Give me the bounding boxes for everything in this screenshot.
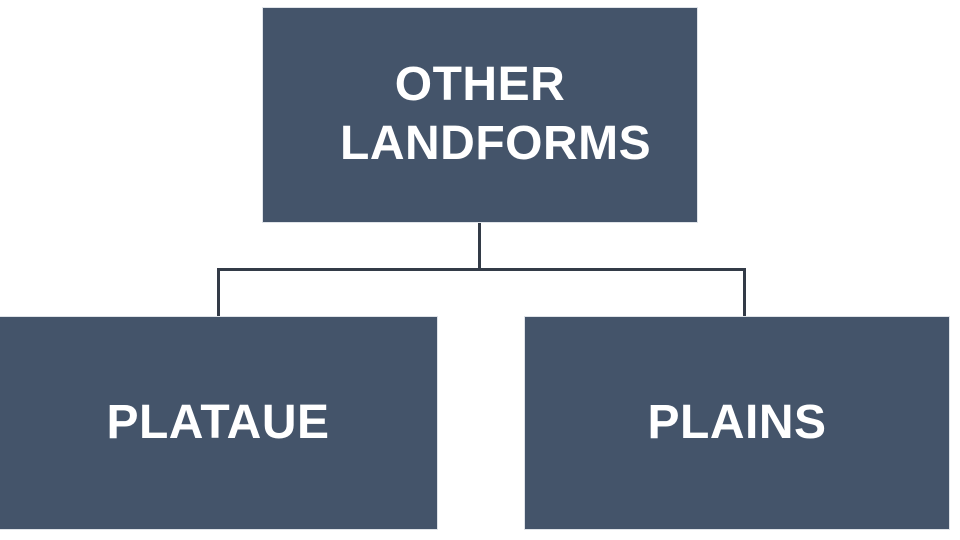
node-plataue[interactable]: PLATAUE xyxy=(0,316,438,530)
node-plains-label: PLAINS xyxy=(647,395,827,449)
connector-drop-right xyxy=(743,268,746,318)
connector-root-stem xyxy=(478,223,481,271)
node-other-landforms-label: OTHER LANDFORMS xyxy=(340,58,652,170)
node-plataue-label: PLATAUE xyxy=(106,395,330,449)
connector-horizontal-bar xyxy=(217,268,746,271)
node-plains[interactable]: PLAINS xyxy=(524,316,950,530)
connector-drop-left xyxy=(217,268,220,318)
node-other-landforms[interactable]: OTHER LANDFORMS xyxy=(262,7,698,223)
